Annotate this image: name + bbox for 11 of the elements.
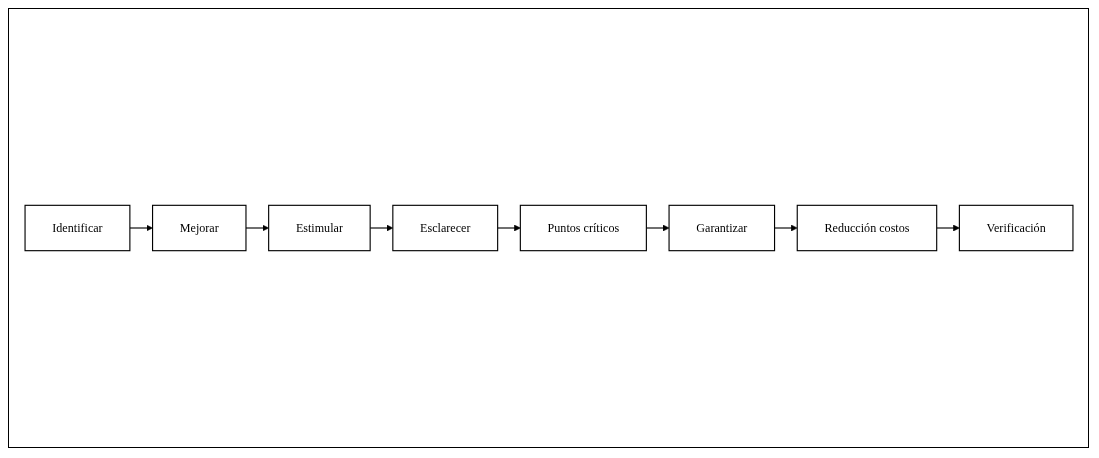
node-box (267, 204, 371, 252)
node-box (668, 204, 775, 252)
node-box (519, 204, 647, 252)
node-box (151, 204, 247, 252)
node-box (24, 204, 130, 252)
arrow (369, 224, 393, 232)
arrow (645, 224, 669, 232)
node-box (958, 204, 1073, 252)
node-box (796, 204, 937, 252)
node-box (391, 204, 498, 252)
diagram-frame: Identificar Mejorar Estimular Esclarecer Puntos críticos Garantizar Reducción costos Verificación (8, 8, 1089, 448)
